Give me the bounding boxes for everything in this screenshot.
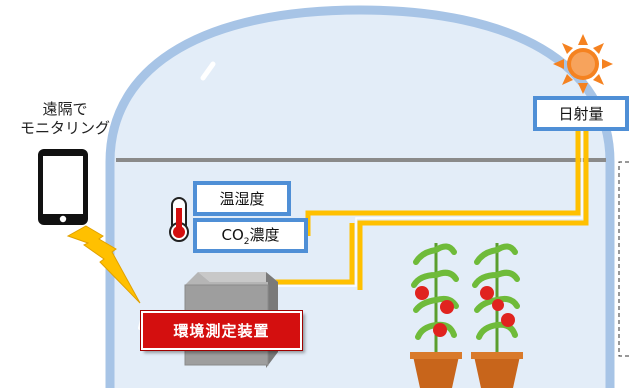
thermometer-icon bbox=[169, 197, 189, 242]
tomato-plant-icon bbox=[471, 243, 523, 388]
dashed-bracket bbox=[618, 161, 629, 357]
remote-monitoring-line2: モニタリング bbox=[19, 119, 110, 137]
remote-monitoring-line1: 遠隔で bbox=[42, 100, 88, 118]
device-label: 環境測定装置 bbox=[141, 311, 302, 350]
smartphone-icon bbox=[38, 149, 88, 225]
sensor-cables bbox=[270, 130, 589, 290]
solar-radiation-text: 日射量 bbox=[558, 105, 604, 123]
co2-text: CO2濃度 bbox=[221, 226, 280, 247]
temp-humidity-text: 温湿度 bbox=[219, 190, 265, 208]
solar-radiation-sensor-label: 日射量 bbox=[533, 96, 629, 131]
tomato-plant-icon bbox=[410, 243, 462, 388]
glass-shine bbox=[200, 61, 216, 81]
temp-humidity-sensor-label: 温湿度 bbox=[193, 181, 291, 216]
sun-icon bbox=[553, 34, 613, 94]
remote-monitoring-label: 遠隔で モニタリング bbox=[0, 100, 130, 138]
device-label-text: 環境測定装置 bbox=[173, 322, 270, 340]
co2-sensor-label: CO2濃度 bbox=[193, 218, 308, 253]
lightning-icon bbox=[66, 225, 141, 304]
